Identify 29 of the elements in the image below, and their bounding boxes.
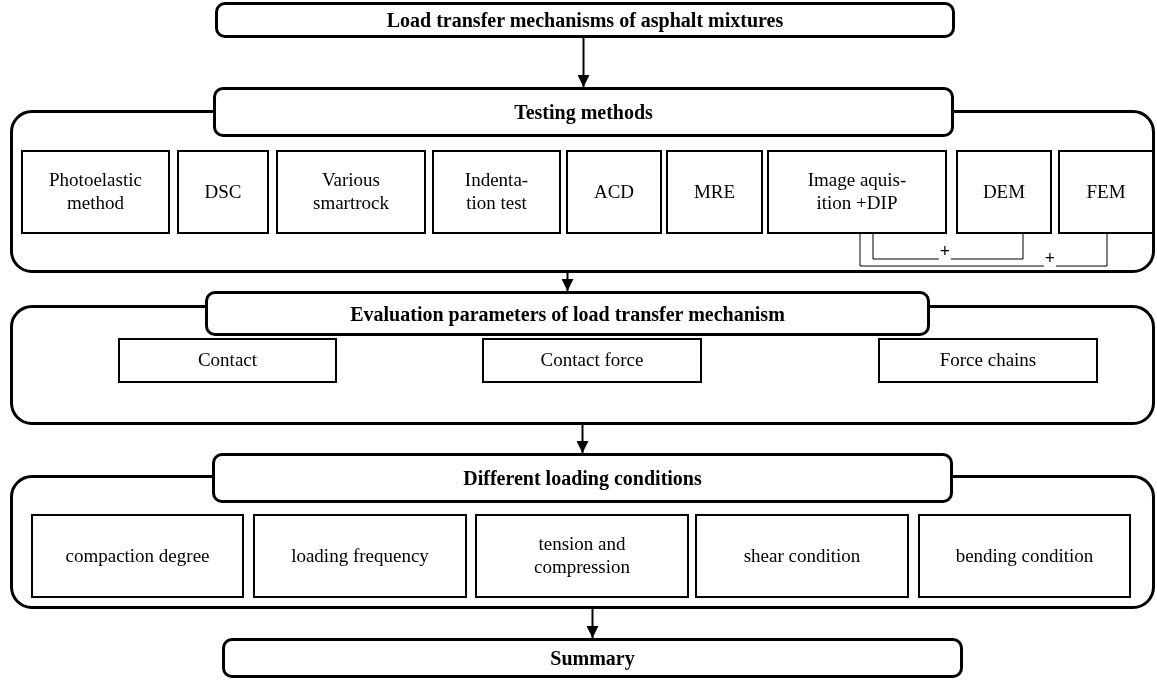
arrow (577, 37, 590, 88)
method-box: Various smartrock (276, 150, 426, 234)
arrow (561, 272, 574, 292)
heading-box: Testing methods (213, 87, 954, 137)
method-box: FEM (1058, 150, 1154, 234)
connector-line (859, 233, 1108, 267)
method-box: MRE (666, 150, 763, 234)
parameter-box: Force chains (878, 338, 1098, 383)
parameter-box: Contact force (482, 338, 702, 383)
arrow (576, 424, 589, 454)
heading-box: Load transfer mechanisms of asphalt mixtures (215, 2, 955, 38)
method-box: Photoelastic method (21, 150, 170, 234)
connector-line (872, 233, 1024, 260)
method-box: loading frequency (253, 514, 467, 598)
method-box: DSC (177, 150, 269, 234)
parameter-box: Contact (118, 338, 337, 383)
group-panel (10, 305, 1155, 425)
arrow (586, 608, 599, 639)
method-box: bending condition (918, 514, 1131, 598)
method-box: DEM (956, 150, 1052, 234)
heading-box: Summary (222, 638, 963, 678)
method-box: shear condition (695, 514, 909, 598)
heading-box: Evaluation parameters of load transfer mechanism (205, 291, 930, 336)
method-box: Image aquis- ition +DIP (767, 150, 947, 234)
heading-box: Different loading conditions (212, 453, 953, 503)
method-box: compaction degree (31, 514, 244, 598)
method-box: tension and compression (475, 514, 689, 598)
method-box: ACD (566, 150, 662, 234)
method-box: Indenta- tion test (432, 150, 561, 234)
